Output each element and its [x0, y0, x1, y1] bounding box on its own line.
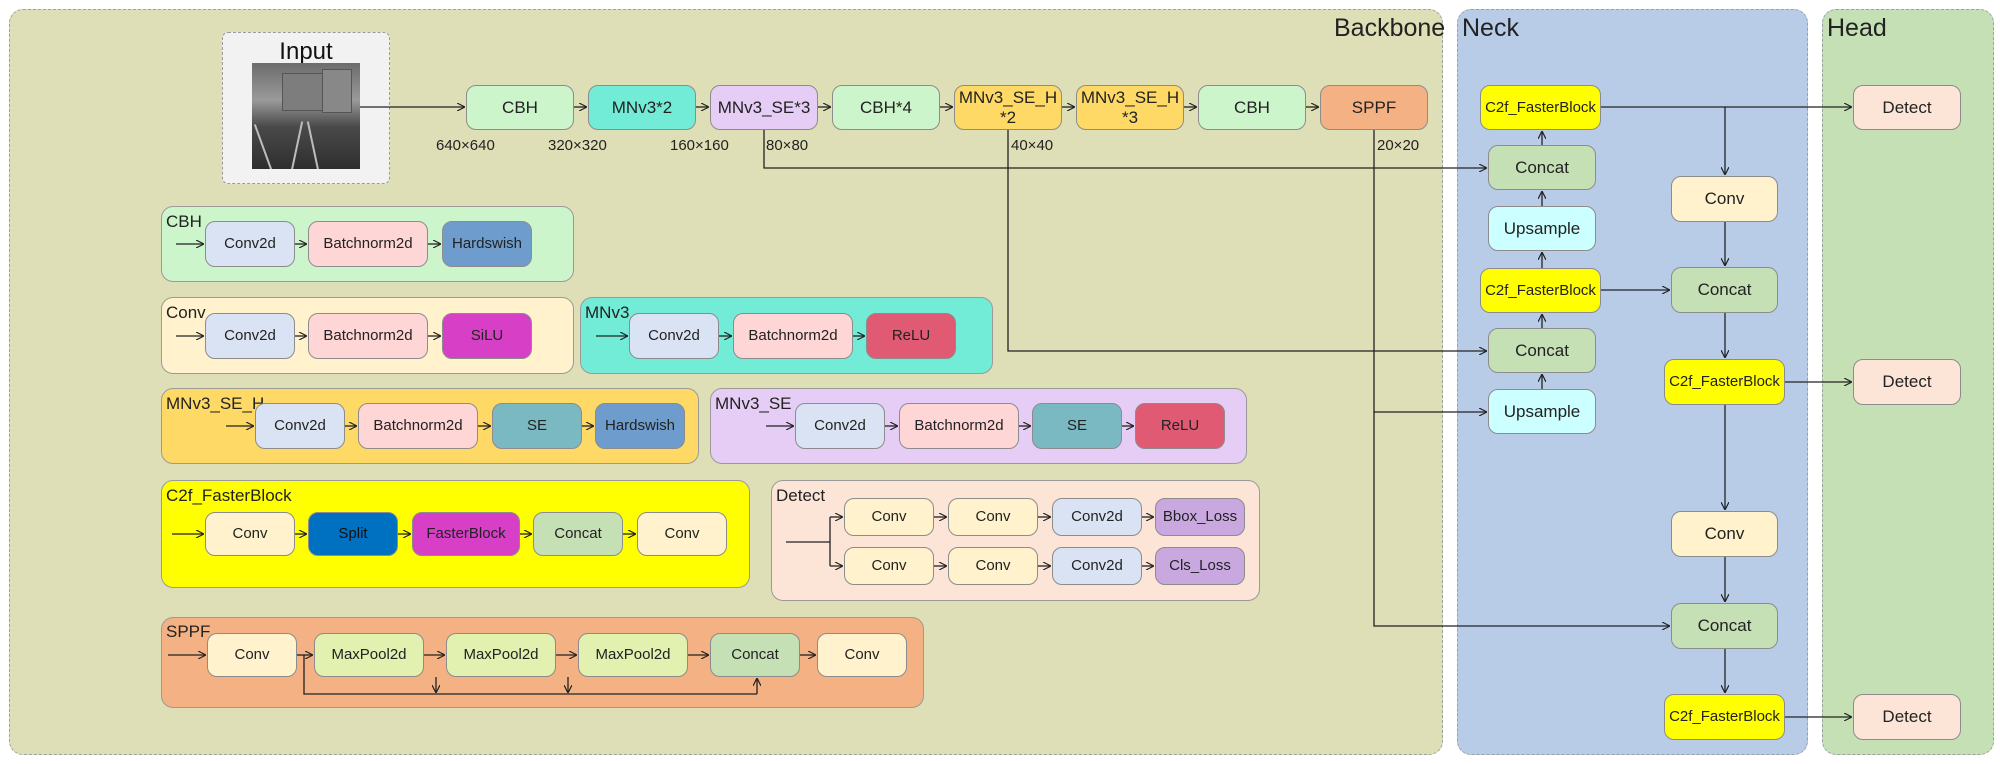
neck-c2f-p5: C2f_FasterBlock [1664, 694, 1785, 740]
mnv3-se-relu: ReLU [1135, 403, 1225, 449]
mnv3-se-conv2d: Conv2d [795, 403, 885, 449]
neck-conv-1: Conv [1671, 176, 1778, 222]
detect-r2-conv2d: Conv2d [1052, 547, 1142, 585]
module-detect-title: Detect [776, 486, 826, 505]
conv-batchnorm2d: Batchnorm2d [308, 313, 428, 359]
input-image [252, 63, 360, 169]
c2f-conv-1: Conv [205, 512, 295, 556]
head-detect-3: Detect [1853, 694, 1961, 740]
bb-cbh-1: CBH [466, 85, 574, 130]
neck-title: Neck [1462, 14, 1519, 42]
sppf-maxpool-1: MaxPool2d [314, 633, 424, 677]
module-conv-title: Conv [166, 303, 206, 322]
input-title: Input [279, 38, 333, 65]
res-640: 640×640 [436, 137, 495, 154]
module-mnv3-se-title: MNv3_SE [715, 394, 792, 413]
res-40: 40×40 [1011, 137, 1054, 154]
module-sppf-title: SPPF [166, 622, 211, 641]
neck-concat-4: Concat [1671, 603, 1778, 649]
bb-cbh-x4: CBH*4 [832, 85, 940, 130]
sppf-conv-2: Conv [817, 633, 907, 677]
detect-bbox-loss: Bbox_Loss [1155, 498, 1245, 536]
sppf-maxpool-3: MaxPool2d [578, 633, 688, 677]
detect-cls-loss: Cls_Loss [1155, 547, 1245, 585]
conv-silu: SiLU [442, 313, 532, 359]
c2f-split: Split [308, 512, 398, 556]
module-cbh-title: CBH [166, 212, 202, 231]
head-detect-2: Detect [1853, 359, 1961, 405]
mnv3-batchnorm2d: Batchnorm2d [733, 313, 853, 359]
detect-r1-conv2d: Conv2d [1052, 498, 1142, 536]
bb-mnv3-se-h-x3: MNv3_SE_H *3 [1076, 85, 1184, 130]
mnv3-se-h-se: SE [492, 403, 582, 449]
bb-mnv3x2: MNv3*2 [588, 85, 696, 130]
cbh-hardswish: Hardswish [442, 221, 532, 267]
cbh-batchnorm2d: Batchnorm2d [308, 221, 428, 267]
bb-cbh-2: CBH [1198, 85, 1306, 130]
sppf-concat: Concat [710, 633, 800, 677]
sppf-conv-1: Conv [207, 633, 297, 677]
backbone-title: Backbone [1334, 14, 1446, 42]
neck-concat-3: Concat [1671, 267, 1778, 313]
c2f-conv-2: Conv [637, 512, 727, 556]
neck-c2f-top: C2f_FasterBlock [1480, 85, 1601, 130]
module-mnv3-title: MNv3 [585, 303, 630, 322]
bb-sppf: SPPF [1320, 85, 1428, 130]
c2f-concat: Concat [533, 512, 623, 556]
mnv3-se-h-conv2d: Conv2d [255, 403, 345, 449]
neck-c2f-p4: C2f_FasterBlock [1664, 359, 1785, 405]
detect-r1-conv-2: Conv [948, 498, 1038, 536]
mnv3-relu: ReLU [866, 313, 956, 359]
mnv3-se-h-batchnorm2d: Batchnorm2d [358, 403, 478, 449]
mnv3-se-se: SE [1032, 403, 1122, 449]
neck-upsample-1: Upsample [1488, 206, 1596, 251]
sppf-maxpool-2: MaxPool2d [446, 633, 556, 677]
mnv3-se-batchnorm2d: Batchnorm2d [899, 403, 1019, 449]
res-320: 320×320 [548, 137, 607, 154]
head-detect-1: Detect [1853, 85, 1961, 130]
conv-conv2d: Conv2d [205, 313, 295, 359]
cbh-conv2d: Conv2d [205, 221, 295, 267]
detect-r2-conv-2: Conv [948, 547, 1038, 585]
neck-c2f-mid: C2f_FasterBlock [1480, 268, 1601, 313]
neck-concat-2: Concat [1488, 328, 1596, 373]
neck-upsample-2: Upsample [1488, 389, 1596, 434]
res-160: 160×160 [670, 137, 729, 154]
detect-r2-conv-1: Conv [844, 547, 934, 585]
head-title: Head [1827, 14, 1887, 42]
neck-concat-1: Concat [1488, 145, 1596, 190]
mnv3-se-h-hardswish: Hardswish [595, 403, 685, 449]
mnv3-conv2d: Conv2d [629, 313, 719, 359]
neck-conv-2: Conv [1671, 511, 1778, 557]
res-80: 80×80 [766, 137, 809, 154]
module-mnv3-se-h-title: MNv3_SE_H [166, 394, 265, 413]
module-c2f-title: C2f_FasterBlock [166, 486, 292, 505]
bb-mnv3-se-x3: MNv3_SE*3 [710, 85, 818, 130]
c2f-fasterblock: FasterBlock [412, 512, 520, 556]
detect-r1-conv-1: Conv [844, 498, 934, 536]
bb-mnv3-se-h-x2: MNv3_SE_H *2 [954, 85, 1062, 130]
res-20: 20×20 [1377, 137, 1420, 154]
